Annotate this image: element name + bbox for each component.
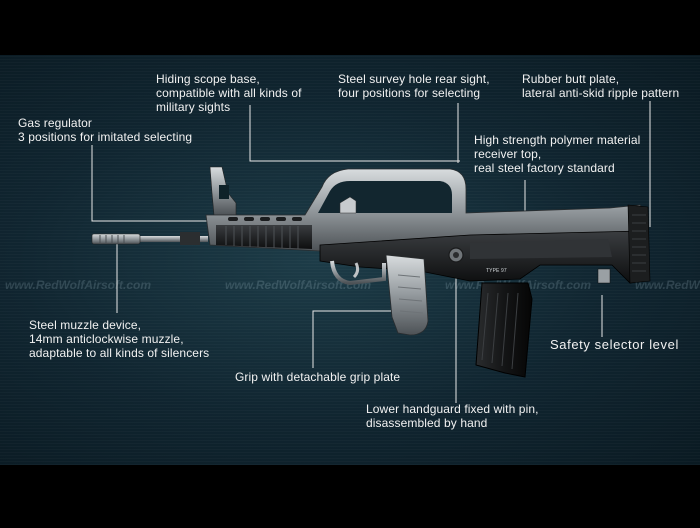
- callout-lower-handguard: Lower handguard fixed with pin, disassem…: [366, 402, 539, 430]
- gas-block: [180, 232, 200, 245]
- product-panel: www.RedWolfAirsoft.com www.RedWolfAirsof…: [0, 55, 700, 465]
- lower-handguard: [216, 225, 312, 249]
- leader-scope-base: [249, 105, 460, 162]
- muzzle-slots: [99, 235, 125, 243]
- stock-panel: [470, 239, 612, 259]
- rear-sight: [339, 196, 357, 214]
- carry-handle-opening: [318, 181, 452, 213]
- grip-texture: [397, 274, 424, 314]
- rifle-illustration: [91, 101, 651, 403]
- muzzle-device: [91, 233, 141, 245]
- barrel: [138, 236, 208, 242]
- leader-gas-regulator: [91, 145, 212, 222]
- callout-grip: Grip with detachable grip plate: [235, 370, 401, 384]
- magazine: [475, 282, 533, 378]
- callout-muzzle: Steel muzzle device, 14mm anticlockwise …: [29, 318, 210, 360]
- watermark-text: www.RedWolfAirsoft.com: [635, 278, 700, 292]
- receiver-marking: TYPE 97: [486, 268, 507, 274]
- callout-safety: Safety selector level: [550, 337, 679, 352]
- callout-receiver-top: High strength polymer material receiver …: [474, 133, 641, 175]
- butt-plate-ripples: [632, 214, 646, 272]
- callout-scope-base: Hiding scope base, compatible with all k…: [156, 72, 302, 114]
- callout-leader-lines: [91, 101, 651, 403]
- watermark-text: www.RedWolfAirsoft.com: [225, 278, 372, 292]
- leader-grip: [312, 310, 400, 368]
- front-sight-aperture: [219, 185, 229, 199]
- callout-gas-regulator: Gas regulator 3 positions for imitated s…: [18, 116, 193, 144]
- handguard-ribs: [225, 226, 299, 249]
- trigger: [352, 262, 360, 279]
- magazine-ribs: [481, 292, 519, 370]
- takedown-pin-center: [453, 252, 459, 258]
- callout-butt-plate: Rubber butt plate, lateral anti-skid rip…: [522, 72, 680, 100]
- safety-selector: [597, 268, 611, 284]
- trigger-guard: [330, 260, 386, 286]
- watermark-text: www.RedWolfAirsoft.com: [5, 278, 152, 292]
- handguard-vents: [228, 217, 302, 221]
- pistol-grip: [385, 254, 429, 336]
- callout-rear-sight: Steel survey hole rear sight, four posit…: [338, 72, 490, 100]
